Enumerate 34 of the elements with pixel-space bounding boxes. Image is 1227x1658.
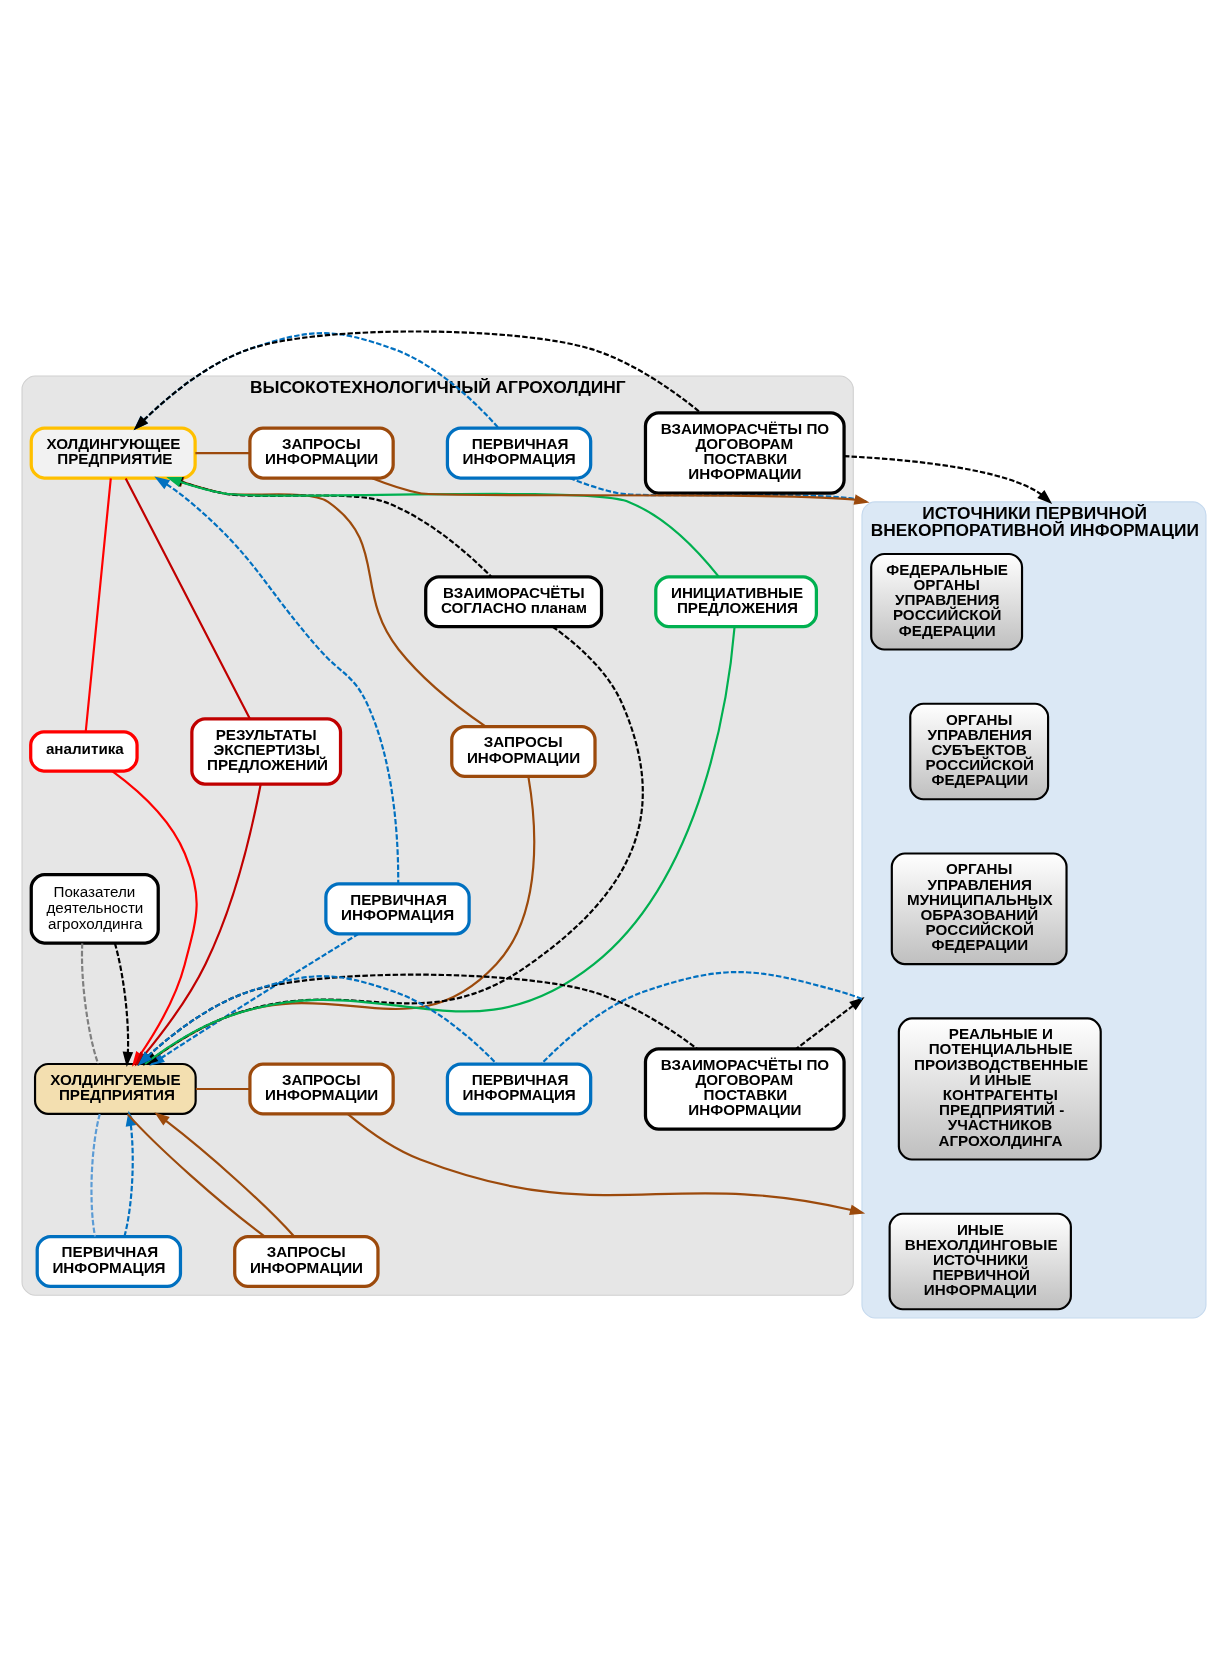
node-box: ВЗАИМОРАСЧЁТЫ ПО ДОГОВОРАМ ПОСТАВКИ ИНФОРМАЦИИ — [643, 411, 846, 495]
node-box: ИНЫЕ ВНЕХОЛДИНГОВЫЕ ИСТОЧНИКИ ПЕРВИЧНОЙ ИНФОРМАЦИИ — [888, 1212, 1072, 1311]
node-box: ПЕРВИЧНАЯ ИНФОРМАЦИЯ — [445, 1062, 592, 1116]
node-box: ЗАПРОСЫ ИНФОРМАЦИИ — [232, 1234, 380, 1289]
node-box: ПЕРВИЧНАЯ ИНФОРМАЦИЯ — [445, 426, 592, 480]
node-box: ФЕДЕРАЛЬНЫЕ ОРГАНЫ УПРАВЛЕНИЯ РОССИЙСКОЙ ФЕДЕРАЦИИ — [869, 552, 1023, 651]
connector — [89, 1113, 101, 1237]
node-box: ОРГАНЫ УПРАВЛЕНИЯ СУБЪЕКТОВ РОССИЙСКОЙ ФЕДЕРАЦИИ — [908, 702, 1049, 801]
node-box: Показатели деятельности агрохолдинга — [29, 873, 160, 945]
arrow — [346, 1113, 865, 1215]
node-box: ЗАПРОСЫ ИНФОРМАЦИИ — [247, 1062, 395, 1116]
connector — [194, 451, 250, 455]
arrow — [113, 943, 133, 1067]
connector — [126, 1113, 265, 1238]
node-box: ПЕРВИЧНАЯ ИНФОРМАЦИЯ — [35, 1234, 182, 1289]
node-box: аналитика — [28, 730, 139, 773]
node-box: ХОЛДИНГУЮЩЕЕ ПРЕДПРИЯТИЕ — [29, 426, 197, 480]
arrow — [795, 996, 865, 1050]
connector — [540, 971, 862, 1065]
node-box: ИНИЦИАТИВНЫЕ ПРЕДЛОЖЕНИЯ — [653, 575, 818, 629]
node-box: РЕЗУЛЬТАТЫ ЭКСПЕРТИЗЫ ПРЕДЛОЖЕНИЙ — [189, 717, 342, 786]
arrow — [153, 1112, 295, 1238]
node-box: ПЕРВИЧНАЯ ИНФОРМАЦИЯ — [323, 882, 471, 936]
node-box: ОРГАНЫ УПРАВЛЕНИЯ МУНИЦИПАЛЬНЫХ ОБРАЗОВАНИЙ РОССИЙСКОЙ ФЕДЕРАЦИИ — [890, 852, 1068, 966]
node-box: ЗАПРОСЫ ИНФОРМАЦИИ — [449, 724, 597, 779]
connector — [84, 478, 112, 732]
node-box: ХОЛДИНГУЕМЫЕ ПРЕДПРИЯТИЯ — [33, 1062, 197, 1116]
node-box: РЕАЛЬНЫЕ И ПОТЕНЦИАЛЬНЫЕ ПРОИЗВОДСТВЕННЫЕ И ИНЫЕ КОНТРАГЕНТЫ ПРЕДПРИЯТИЙ - УЧАСТНИКОВ АГРОХОЛДИНГА — [897, 1017, 1102, 1161]
connector — [80, 943, 99, 1065]
node-box: ЗАПРОСЫ ИНФОРМАЦИИ — [247, 426, 395, 480]
node-box: ВЗАИМОРАСЧЁТЫ ПО ДОГОВОРАМ ПОСТАВКИ ИНФОРМАЦИИ — [643, 1047, 846, 1131]
node-box: ВЗАИМОРАСЧЁТЫ СОГЛАСНО планам — [423, 575, 603, 629]
arrow — [843, 455, 1052, 505]
connector — [195, 1087, 250, 1091]
